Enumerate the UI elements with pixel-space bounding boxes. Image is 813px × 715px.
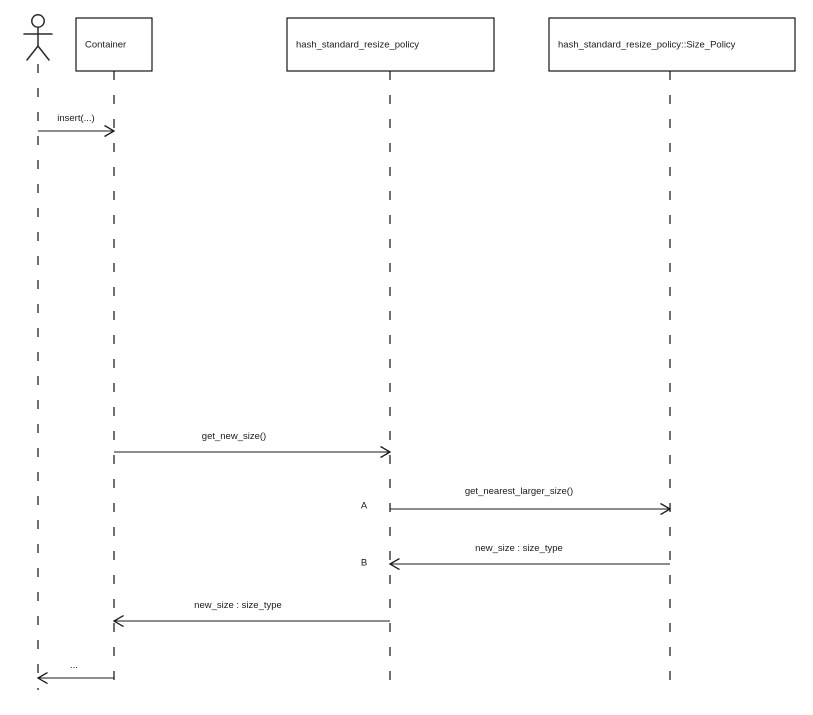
- actor-leg-right-icon: [37, 45, 50, 61]
- message-label-return-ellipsis: ...: [70, 660, 78, 671]
- participant-size-policy[interactable]: hash_standard_resize_policy::Size_Policy: [548, 17, 796, 72]
- message-get-new-size[interactable]: get_new_size(): [114, 431, 392, 459]
- message-return-new-size-outer[interactable]: new_size : size_type: [112, 600, 390, 628]
- arrowhead-icon: [112, 614, 124, 628]
- participant-container[interactable]: Container: [75, 17, 153, 72]
- arrowhead-icon: [388, 557, 400, 571]
- message-insert[interactable]: insert(...): [38, 113, 116, 138]
- actor-head-icon: [31, 14, 45, 28]
- actor-icon[interactable]: [23, 14, 53, 61]
- message-get-nearest-larger-size[interactable]: get_nearest_larger_size() A: [361, 486, 672, 516]
- arrowhead-icon: [660, 502, 672, 516]
- participant-box-rect: [548, 17, 796, 72]
- message-label-return-new-size-inner: new_size : size_type: [475, 543, 563, 554]
- message-label-get-new-size: get_new_size(): [202, 431, 266, 442]
- participant-label-hash-standard-resize-policy: hash_standard_resize_policy: [296, 40, 419, 51]
- participant-label-size-policy: hash_standard_resize_policy::Size_Policy: [558, 40, 736, 51]
- participant-hash-standard-resize-policy[interactable]: hash_standard_resize_policy: [286, 17, 495, 72]
- participant-box-rect: [75, 17, 153, 72]
- message-return-ellipsis[interactable]: ...: [36, 660, 114, 685]
- arrowhead-icon: [104, 124, 116, 138]
- arrowhead-icon: [380, 445, 392, 459]
- message-label-insert: insert(...): [57, 113, 94, 124]
- message-marker-a: A: [361, 501, 368, 512]
- message-label-return-new-size-outer: new_size : size_type: [194, 600, 282, 611]
- actor-leg-left-icon: [26, 45, 39, 61]
- arrowhead-icon: [36, 671, 48, 685]
- message-marker-b: B: [361, 558, 367, 569]
- participant-label-container: Container: [85, 40, 126, 51]
- participant-box-rect: [286, 17, 495, 72]
- message-label-get-nearest-larger-size: get_nearest_larger_size(): [465, 486, 573, 497]
- message-return-new-size-inner[interactable]: new_size : size_type B: [361, 543, 670, 571]
